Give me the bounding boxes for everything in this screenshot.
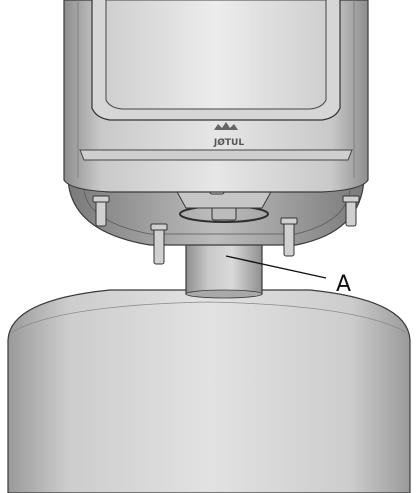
jotul-logo: JØTUL xyxy=(213,122,244,148)
callout-leader-line xyxy=(225,255,327,279)
stove-body xyxy=(63,0,369,193)
bolt-right-outer xyxy=(342,195,360,227)
logo-text: JØTUL xyxy=(213,137,244,148)
bolt-right-inner xyxy=(280,217,298,257)
glass-window xyxy=(105,0,327,110)
callout-a: A xyxy=(225,255,351,297)
bolt-left-inner xyxy=(150,223,168,265)
callout-label: A xyxy=(336,272,351,297)
pedestal xyxy=(7,289,411,493)
bolt-left-outer xyxy=(92,195,110,227)
